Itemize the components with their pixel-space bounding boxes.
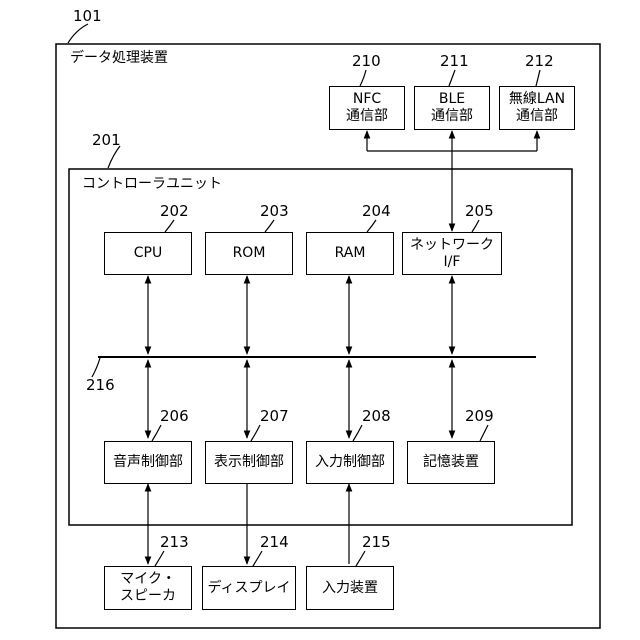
leader-215: [356, 551, 365, 566]
input-controller-block: 入力制御部: [306, 441, 394, 484]
device-title: データ処理装置: [70, 50, 168, 66]
ref-211: 211: [440, 53, 469, 69]
audio-controller-block: 音声制御部: [104, 441, 192, 484]
display-controller-block: 表示制御部: [205, 441, 293, 484]
rom-block: ROM: [205, 232, 293, 275]
ref-216: 216: [86, 377, 115, 393]
leader-205: [472, 220, 479, 232]
display-controller-label: 表示制御部: [214, 454, 284, 471]
nfc-block: NFC 通信部: [329, 86, 405, 130]
ref-101: 101: [73, 8, 102, 24]
ref-215: 215: [362, 534, 391, 550]
display-label: ディスプレイ: [207, 580, 290, 597]
netif-block: ネットワーク I/F: [402, 232, 502, 275]
leader-201: [108, 146, 120, 168]
ref-202: 202: [160, 203, 189, 219]
ref-206: 206: [160, 408, 189, 424]
ref-212: 212: [525, 53, 554, 69]
wlan-label-1: 無線LAN: [509, 91, 565, 108]
ref-210: 210: [352, 53, 381, 69]
ref-214: 214: [260, 534, 289, 550]
nfc-label-2: 通信部: [346, 108, 388, 125]
ble-label-1: BLE: [439, 91, 465, 108]
leader-206: [152, 425, 161, 441]
controller-title: コントローラユニット: [82, 176, 222, 192]
ble-block: BLE 通信部: [414, 86, 490, 130]
leader-204: [367, 220, 376, 232]
nfc-label-1: NFC: [353, 91, 381, 108]
netif-label-1: ネットワーク: [410, 237, 494, 254]
input-device-block: 入力装置: [306, 566, 394, 610]
device-frame: [56, 44, 600, 628]
input-device-label: 入力装置: [322, 580, 378, 597]
netif-label-2: I/F: [444, 254, 461, 271]
leader-212: [536, 70, 540, 86]
leader-207: [251, 425, 260, 441]
ble-label-2: 通信部: [431, 108, 473, 125]
leader-101: [68, 24, 88, 43]
leader-209: [480, 425, 488, 441]
storage-label: 記憶装置: [423, 454, 479, 471]
leader-211: [449, 70, 455, 86]
rom-label: ROM: [233, 245, 266, 262]
ref-209: 209: [465, 408, 494, 424]
ram-block: RAM: [306, 232, 394, 275]
leader-202: [165, 220, 174, 232]
leader-203: [265, 220, 274, 232]
wlan-block: 無線LAN 通信部: [499, 86, 575, 130]
wlan-label-2: 通信部: [516, 108, 558, 125]
leader-208: [353, 425, 362, 441]
ram-label: RAM: [335, 245, 366, 262]
ref-207: 207: [260, 408, 289, 424]
mic-speaker-label-1: マイク・: [120, 571, 175, 588]
ref-213: 213: [160, 534, 189, 550]
cpu-block: CPU: [104, 232, 192, 275]
cpu-label: CPU: [134, 245, 162, 262]
ref-204: 204: [362, 203, 391, 219]
display-block: ディスプレイ: [202, 566, 296, 610]
ref-203: 203: [260, 203, 289, 219]
leader-213: [155, 551, 164, 566]
leader-210: [360, 70, 366, 86]
ref-201: 201: [92, 132, 121, 148]
ref-205: 205: [465, 203, 494, 219]
leader-216: [92, 358, 100, 377]
mic-speaker-label-2: スピーカ: [120, 588, 176, 605]
ref-208: 208: [362, 408, 391, 424]
mic-speaker-block: マイク・ スピーカ: [104, 566, 192, 610]
storage-block: 記憶装置: [407, 441, 495, 484]
leader-214: [253, 551, 262, 566]
input-controller-label: 入力制御部: [315, 454, 385, 471]
audio-controller-label: 音声制御部: [113, 454, 183, 471]
